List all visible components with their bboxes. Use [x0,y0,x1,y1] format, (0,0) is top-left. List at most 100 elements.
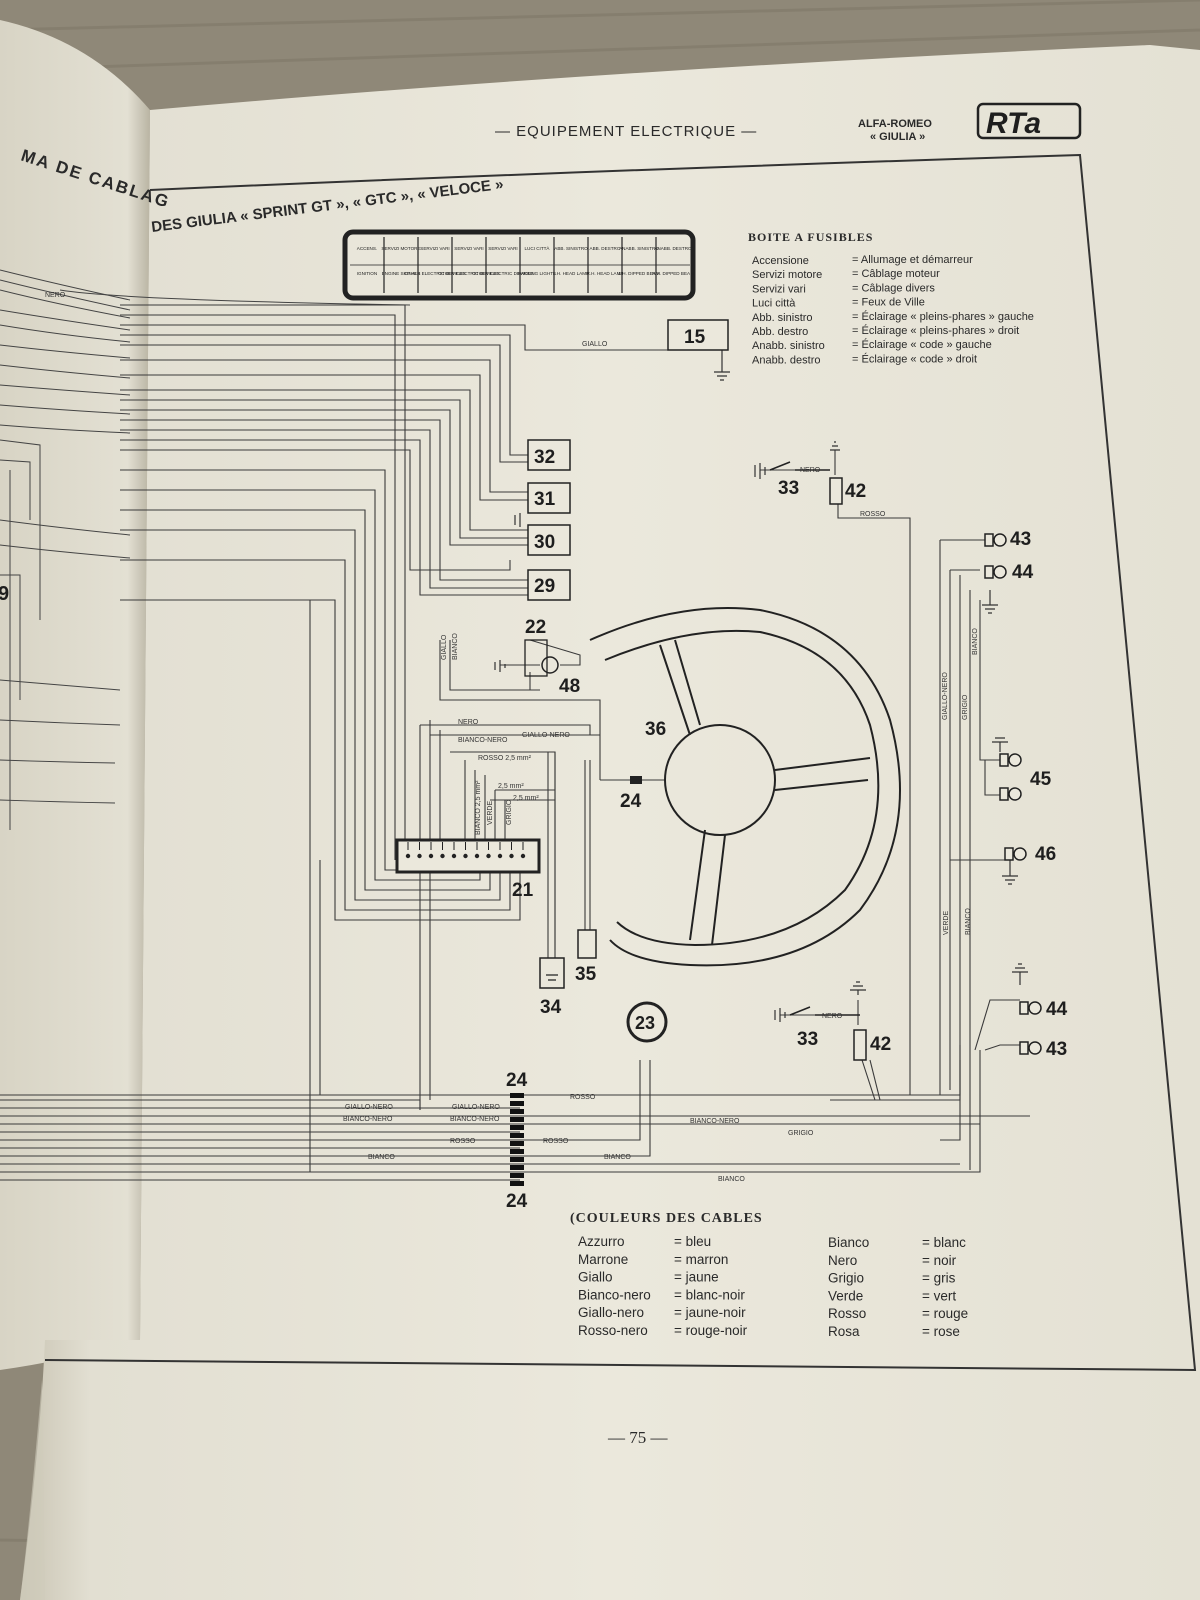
component-34-label: 34 [540,997,562,1018]
left-page-side-number: 9 [0,583,9,605]
fuse-cell-en-1: ENGINE SIGNALS [382,271,421,276]
fuse-cell-it-9: ANABB. DESTRO [654,246,692,251]
cable-color-left-fr-1: = marron [674,1252,728,1267]
component-35-box [577,929,597,959]
diagram-frame [44,153,1197,1372]
lamp-48-icon [541,656,559,674]
cable-color-right-it-3: Verde [828,1288,863,1303]
fuse-legend-meaning-3: = Feux de Ville [852,297,925,309]
svg-text:GIALLO-NERO: GIALLO-NERO [522,732,570,739]
component-30-label: 30 [534,532,555,553]
svg-text:GIALLO-NERO: GIALLO-NERO [942,672,949,720]
svg-text:NERO: NERO [458,719,479,726]
terminal-21-pin [486,853,491,859]
svg-text:GIALLO: GIALLO [582,341,608,348]
fuse-legend-term-2: Servizi vari [752,283,806,295]
fuse-legend-term-4: Abb. sinistro [752,312,813,324]
component-21-label: 21 [512,880,534,901]
svg-text:GRIGIO: GRIGIO [962,694,969,720]
bus-connector-pin [510,1093,524,1098]
component-46-label: 46 [1035,844,1056,865]
brand-line-2: « GIULIA » [870,131,925,143]
rta-logo-box [976,102,1082,140]
component-24-top-label: 24 [506,1070,528,1091]
fuse-box: ACCENS. IGNITION SERVIZI MOTORE ENGINE SIGN… [342,229,696,301]
svg-text:GRIGIO: GRIGIO [788,1130,814,1137]
component-43-top-label: 43 [1010,529,1031,550]
fuse-legend: Accensione= Allumage et démarreurServizi… [752,254,1034,366]
left-page-wires [0,269,131,830]
cable-color-left-it-3: Bianco-nero [578,1287,651,1302]
svg-text:ROSSO: ROSSO [570,1094,596,1101]
cable-color-right-it-5: Rosa [828,1324,860,1339]
fuse-cell-it-1: SERVIZI MOTORE [381,246,420,251]
cable-color-right-fr-4: = rouge [922,1306,968,1321]
bus-connector-pin [510,1133,524,1138]
svg-text:GIALLO-NERO: GIALLO-NERO [345,1104,393,1111]
svg-text:BIANCO-NERO: BIANCO-NERO [458,737,508,744]
terminal-21-pin [520,853,526,859]
svg-text:ROSSO: ROSSO [450,1138,476,1145]
fuse-legend-term-3: Luci città [752,298,796,310]
fuse-cell-en-9: R.H. DIPPED BEAM [652,271,694,276]
terminal-21-pin [428,853,434,859]
relay-42-bottom [853,1029,867,1061]
ground-symbols [494,350,1028,1022]
terminal-21-pin [509,853,514,859]
terminal-21-pin [497,853,503,859]
bus-connector-pin [510,1173,524,1178]
svg-text:ROSSO 2,5 mm²: ROSSO 2,5 mm² [478,755,532,762]
bus-connector-pin [510,1125,524,1130]
terminal-block-21 [395,838,541,874]
component-24-mid-label: 24 [620,791,642,812]
svg-text:NERO: NERO [822,1013,843,1020]
fuse-legend-term-0: Accensione [752,255,809,267]
component-35-label: 35 [575,964,597,985]
fuse-legend-term-6: Anabb. sinistro [752,340,825,352]
svg-text:BIANCO: BIANCO [368,1154,395,1161]
cable-color-left-fr-4: = jaune-noir [674,1305,746,1320]
fuse-cell-en-7: R.H. HEAD LAMP [586,271,623,276]
right-page [20,45,1200,1600]
terminal-21-pin [405,853,411,859]
left-wire-nero: NERO [45,292,66,299]
component-45-label: 45 [1030,769,1052,790]
fuse-cell-en-4: OTHER ELECTRIC DEVICES [472,271,534,276]
component-33-top-label: 33 [778,478,799,499]
cable-color-left-fr-0: = bleu [674,1234,711,1249]
fuse-legend-meaning-6: = Éclairage « code » gauche [852,338,992,351]
connector-blocks [527,439,571,601]
fuse-legend-meaning-7: = Éclairage « code » droit [852,352,977,365]
svg-text:ROSSO: ROSSO [543,1138,569,1145]
component-29-label: 29 [534,576,555,597]
fuse-legend-meaning-1: = Câblage moteur [852,268,940,280]
component-44-top-label: 44 [1012,562,1034,583]
fuse-cell-it-0: ACCENS. [357,246,377,251]
svg-text:VERDE: VERDE [943,911,950,935]
bus-connector-pin [510,1101,524,1106]
cable-color-right-fr-1: = noir [922,1253,957,1268]
fuse-cell-en-2: OTHER ELECTRIC DEVICES [404,271,466,276]
bus-connector-pin [510,1181,524,1186]
fuse-cell-it-6: ABB. SINISTRO [554,246,588,251]
terminal-21-pin [463,853,468,859]
fuse-cell-en-0: IGNITION [357,271,377,276]
component-33-bottom-label: 33 [797,1029,818,1050]
cable-color-right-fr-5: = rose [922,1324,960,1339]
component-32-label: 32 [534,447,555,468]
cable-color-left-it-5: Rosso-nero [578,1323,648,1338]
fuse-legend-meaning-2: = Câblage divers [852,282,935,294]
terminal-21-pin [474,853,480,859]
fuse-legend-meaning-5: = Éclairage « pleins-phares » droit [852,324,1019,337]
fuse-cell-en-8: L.H. DIPPED BEAM [618,271,659,276]
left-page [0,20,150,1370]
svg-text:2,5 mm²: 2,5 mm² [498,783,524,790]
svg-text:ROSSO: ROSSO [860,511,886,518]
svg-text:BIANCO: BIANCO [972,628,979,655]
cable-color-left-it-0: Azzurro [578,1234,625,1249]
section-title: — EQUIPEMENT ELECTRIQUE — [495,123,757,140]
svg-text:VERDE: VERDE [487,801,494,825]
cable-color-right-fr-3: = vert [922,1288,956,1303]
cable-color-left-fr-2: = jaune [674,1270,719,1285]
